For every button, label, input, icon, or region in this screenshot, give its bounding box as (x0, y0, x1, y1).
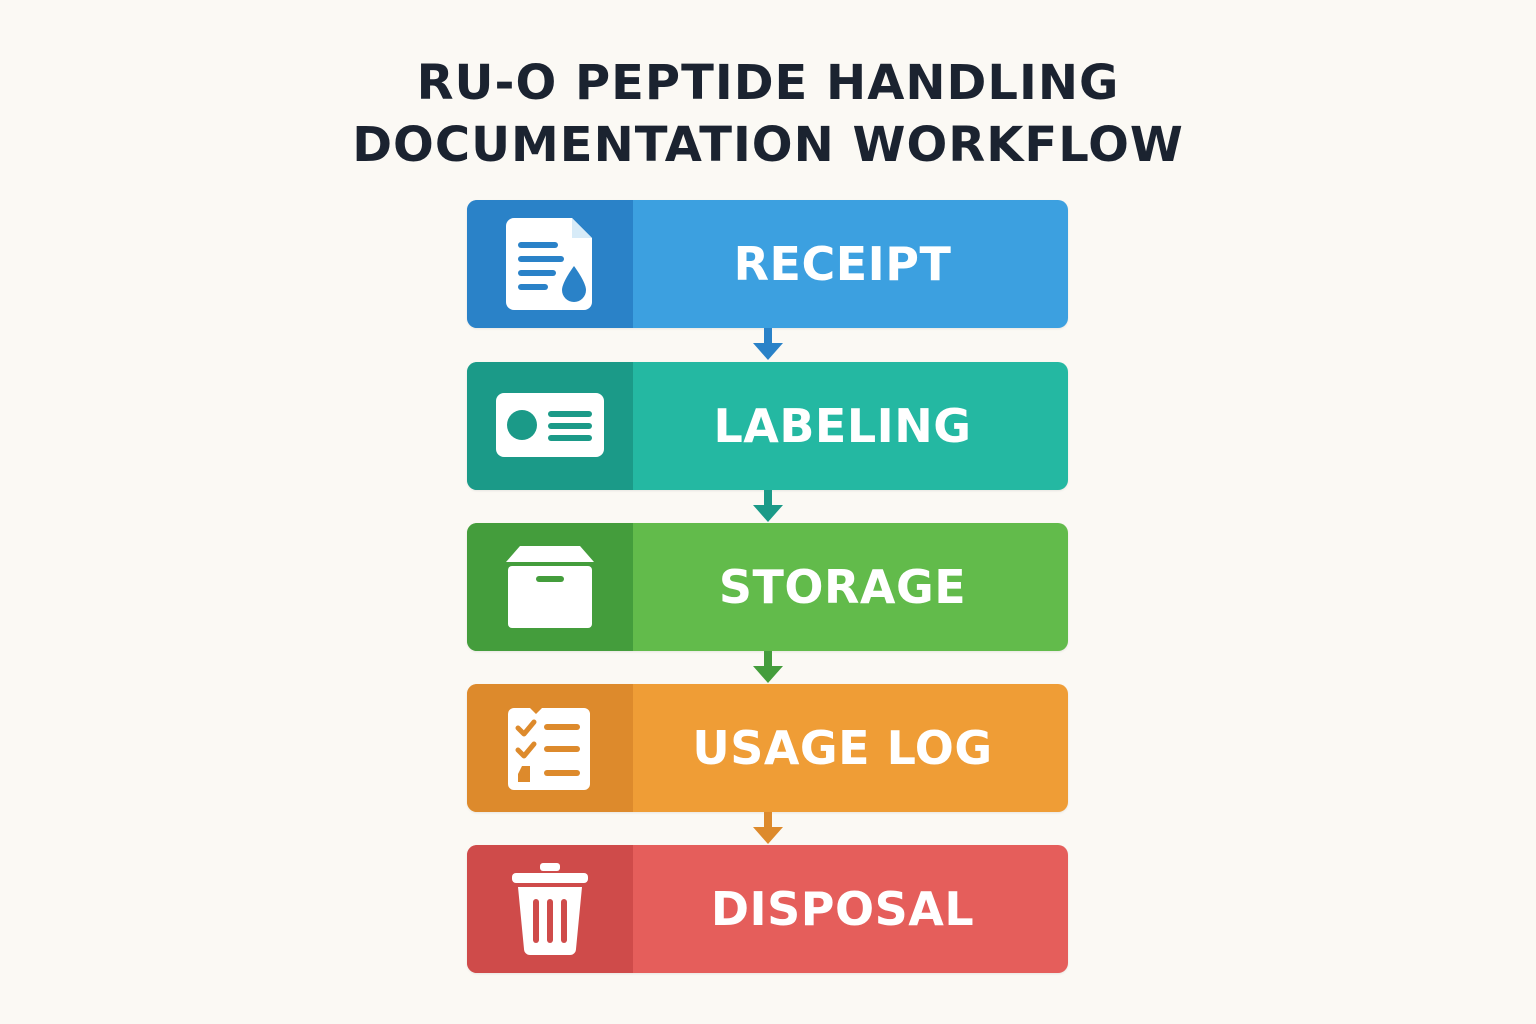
step-receipt-label: RECEIPT (733, 237, 952, 291)
step-disposal-label: DISPOSAL (710, 882, 975, 936)
step-storage-icon-box (467, 523, 633, 651)
id-label-icon (496, 393, 604, 457)
flow-arrow-4 (751, 812, 785, 846)
step-labeling-label: LABELING (713, 399, 972, 453)
title-line-2: DOCUMENTATION WORKFLOW (352, 117, 1184, 173)
trash-can-icon (512, 863, 588, 955)
page-title: RU-O PEPTIDE HANDLING DOCUMENTATION WORK… (0, 52, 1536, 176)
step-storage-label: STORAGE (718, 560, 967, 614)
flow-arrow-2 (751, 490, 785, 524)
flow-arrow-1 (751, 328, 785, 362)
checklist-icon (508, 708, 590, 790)
step-disposal: DISPOSAL (467, 845, 1068, 973)
step-usage-log-icon-box (467, 684, 633, 812)
step-usage-log-label: USAGE LOG (692, 721, 993, 775)
title-line-1: RU-O PEPTIDE HANDLING (416, 55, 1120, 111)
flow-arrow-3 (751, 651, 785, 685)
storage-box-icon (506, 546, 594, 628)
step-usage-log: USAGE LOG (467, 684, 1068, 812)
step-disposal-icon-box (467, 845, 633, 973)
step-receipt-icon-box (467, 200, 633, 328)
step-storage: STORAGE (467, 523, 1068, 651)
step-labeling-icon-box (467, 362, 633, 490)
document-droplet-icon (506, 218, 592, 310)
step-labeling: LABELING (467, 362, 1068, 490)
step-receipt: RECEIPT (467, 200, 1068, 328)
